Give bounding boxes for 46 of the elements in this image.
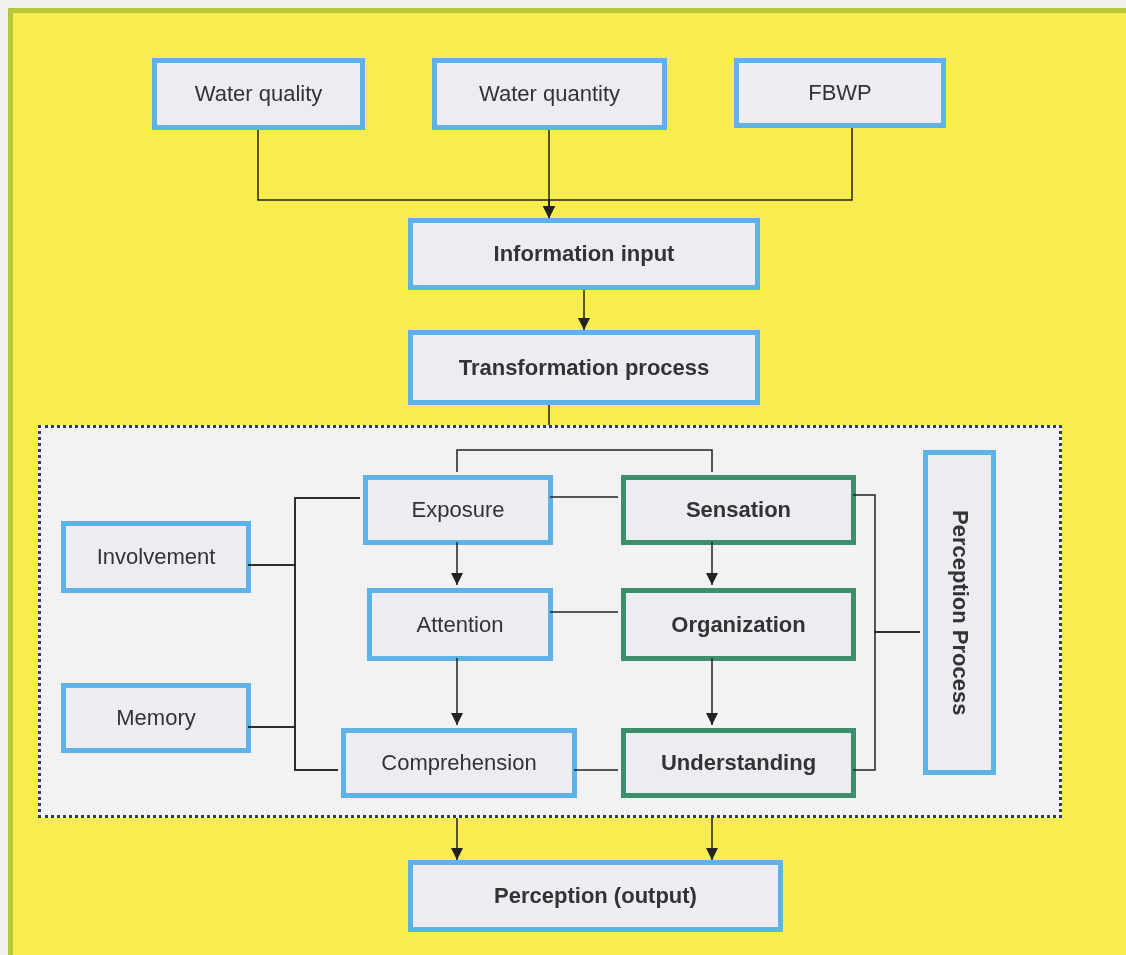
arrow (578, 289, 590, 331)
arrow (706, 817, 718, 861)
arrow (451, 817, 463, 861)
process-box (432, 58, 667, 130)
connector-line (456, 449, 713, 473)
node-label: Involvement (96, 544, 216, 570)
process-box (341, 728, 577, 798)
connector-line (247, 726, 339, 771)
process-box (408, 860, 783, 932)
connector-line (548, 404, 550, 426)
node-label: Water quality (194, 81, 323, 107)
arrow (451, 541, 463, 586)
node-label: Perception (output) (494, 883, 697, 909)
node-label: Information input (493, 241, 675, 267)
node-label: Transformation process (458, 354, 710, 381)
process-box (367, 588, 553, 661)
node-label: Comprehension (381, 750, 537, 776)
connector-line (573, 769, 619, 771)
arrow (451, 657, 463, 726)
process-box (61, 521, 251, 593)
process-box (61, 683, 251, 753)
node-label: Sensation (685, 497, 792, 523)
process-box (621, 475, 856, 545)
connector-line (549, 611, 619, 613)
connector-line (549, 496, 619, 498)
arrow (706, 541, 718, 586)
process-box (408, 330, 760, 405)
process-box (408, 218, 760, 290)
process-box (734, 58, 946, 128)
node-label: FBWP (808, 80, 872, 106)
node-label: Perception Process (946, 509, 973, 716)
process-bar (923, 450, 996, 775)
process-box (621, 728, 856, 798)
process-box (621, 588, 856, 661)
process-box (152, 58, 365, 130)
dotted-group-box (38, 425, 1062, 818)
node-label: Attention (416, 611, 504, 638)
node-label: Exposure (411, 497, 505, 523)
node-label: Understanding (660, 750, 817, 776)
node-label: Memory (116, 705, 196, 731)
node-label: Organization (671, 611, 806, 638)
process-box (363, 475, 553, 545)
node-label: Water quantity (479, 81, 620, 107)
connector-line (852, 631, 921, 771)
arrow (706, 657, 718, 726)
arrow (543, 127, 853, 219)
